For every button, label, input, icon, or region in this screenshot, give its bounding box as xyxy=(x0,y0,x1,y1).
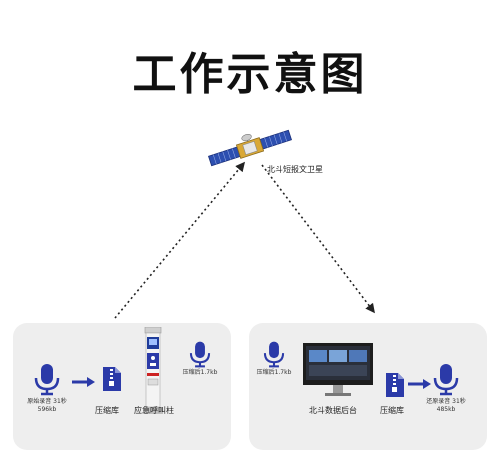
original-recording-size: 596kb xyxy=(37,406,57,413)
left-zip-label: 压缩库 xyxy=(95,406,119,415)
right-zip-label: 压缩库 xyxy=(380,406,404,415)
left-compressed-label: 压缩后1.7kb xyxy=(182,369,218,376)
left-panel xyxy=(13,323,231,450)
zip-file-icon xyxy=(386,373,404,397)
microphone-icon xyxy=(433,364,459,396)
right-compressed-label: 压缩后1.7kb xyxy=(256,369,292,376)
restored-recording-size: 485kb xyxy=(436,406,456,413)
page-title: 工作示意图 xyxy=(132,49,368,100)
arrow-right-icon xyxy=(408,379,431,389)
zip-file-icon xyxy=(103,367,121,391)
microphone-icon xyxy=(263,341,285,368)
satellite-label: 北斗短报文卫星 xyxy=(267,165,323,174)
arrow-right-icon xyxy=(72,377,95,387)
restored-recording-label: 还原录音 31秒 485kb xyxy=(415,398,477,414)
downlink-arrow xyxy=(261,164,375,314)
emergency-call-pillar-icon xyxy=(143,327,163,414)
monitor-icon xyxy=(303,343,373,396)
platform-label: 北斗数据后台 xyxy=(309,406,357,415)
microphone-icon xyxy=(34,364,60,396)
microphone-icon xyxy=(189,341,211,368)
restored-recording-duration: 还原录音 31秒 xyxy=(426,398,466,405)
original-recording-duration: 原始录音 31秒 xyxy=(27,398,67,405)
uplink-arrow xyxy=(114,161,246,319)
original-recording-label: 原始录音 31秒 596kb xyxy=(18,398,76,414)
satellite-icon xyxy=(208,129,292,167)
pillar-label: 应急呼叫柱 xyxy=(134,406,174,415)
